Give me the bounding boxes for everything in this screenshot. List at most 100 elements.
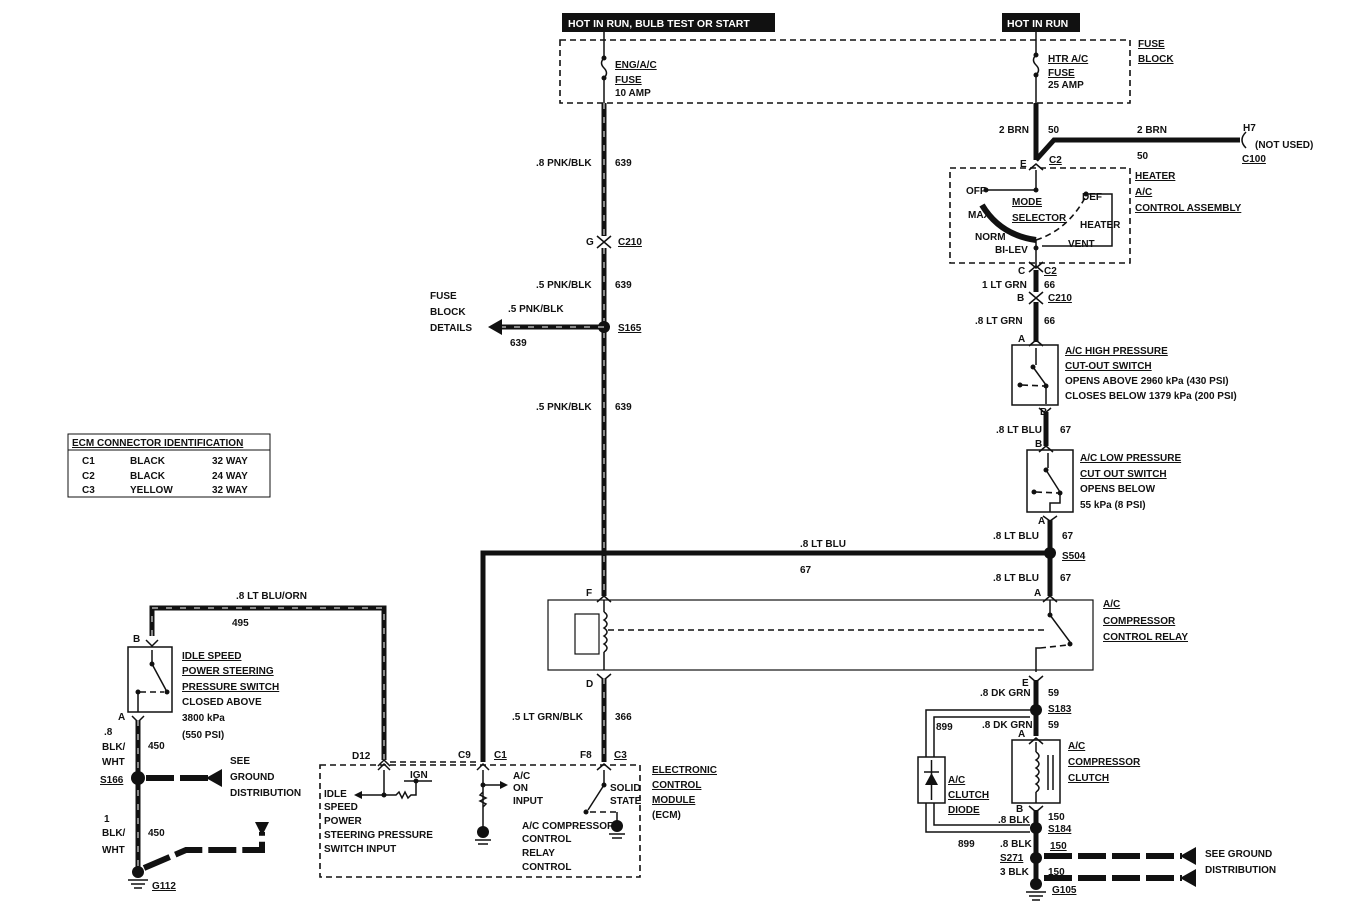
label-w366-num: 366 (615, 712, 632, 723)
label-w450-b-num: 450 (148, 828, 165, 839)
ac-high-pressure-switch (1011, 344, 1059, 406)
label-w67-b-num: 67 (1062, 531, 1074, 542)
label-g105: G105 (1052, 885, 1077, 896)
arrow-left-icon (1180, 847, 1196, 865)
arrow-left-icon (1180, 869, 1196, 887)
label-selector: SELECTOR (1012, 213, 1067, 224)
ac-compressor-control-relay (547, 595, 1094, 681)
label-w639-b-gauge: .5 PNK/BLK (536, 280, 592, 291)
splice-s166 (131, 771, 145, 785)
label-hac-1: HEATER (1135, 171, 1176, 182)
label-accr-4: CONTROL (522, 862, 571, 873)
label-e-pin: E (1020, 159, 1027, 170)
label-c2-way: 24 WAY (212, 471, 248, 482)
label-c100: C100 (1242, 154, 1266, 165)
label-d12: D12 (352, 751, 371, 762)
label-w50-num: 50 (1048, 125, 1060, 136)
label-s166: S166 (100, 775, 124, 786)
banner-hot-in-run (1002, 13, 1080, 32)
label-w450-a-g3: WHT (102, 757, 125, 768)
label-w639-a-gauge: .8 PNK/BLK (536, 158, 592, 169)
label-sgd-r-1: SEE GROUND (1205, 849, 1272, 860)
label-g-pin: G (586, 237, 594, 248)
label-sgd-r-2: DISTRIBUTION (1205, 865, 1276, 876)
label-b-pin-lp: B (1035, 439, 1042, 450)
label-lp-3: OPENS BELOW (1080, 484, 1156, 495)
label-w450-a-g1: .8 (104, 727, 113, 738)
label-banner-right: HOT IN RUN (1007, 18, 1068, 30)
label-c1-color: BLACK (130, 456, 166, 467)
label-w67-c-gauge: .8 LT BLU (993, 573, 1039, 584)
label-htr-fuse-fuse: FUSE (1048, 68, 1075, 79)
ground-g105-icon (1026, 878, 1046, 901)
label-w450-a-num: 450 (148, 741, 165, 752)
label-w59-b-num: 59 (1048, 720, 1060, 731)
label-ecm-3: MODULE (652, 795, 696, 806)
ac-compressor-clutch (1011, 739, 1061, 804)
label-def: DEF (1082, 192, 1102, 203)
label-fbd-2: BLOCK (430, 307, 466, 318)
arrow-left-icon (488, 319, 502, 335)
label-c9: C9 (458, 750, 471, 761)
wire-67-lower (480, 515, 1058, 762)
label-f-pin: F (586, 588, 592, 599)
label-state: STATE (610, 796, 642, 807)
label-w639-c-gauge: .5 PNK/BLK (536, 402, 592, 413)
label-b-pin-clutch: B (1016, 804, 1023, 815)
label-w67-h-num: 67 (800, 565, 812, 576)
label-c2-bot: C2 (1044, 266, 1057, 277)
label-ecm-idle-1: IDLE (324, 789, 347, 800)
label-hac-2: A/C (1135, 187, 1152, 198)
label-g112: G112 (152, 881, 176, 892)
label-c-pin: C (1018, 266, 1025, 277)
wire-366 (596, 678, 612, 771)
label-fuse-block-2: BLOCK (1138, 54, 1174, 65)
wire-66 (1028, 261, 1044, 347)
label-diode-1: A/C (948, 775, 965, 786)
label-ps-5: 3800 kPa (182, 713, 225, 724)
fuse-block-outline (559, 39, 1131, 104)
label-w150-b-gauge: .8 BLK (1000, 839, 1032, 850)
label-w150-a-gauge: .8 BLK (998, 815, 1030, 826)
label-w50-gauge: 2 BRN (999, 125, 1029, 136)
label-w366-gauge: .5 LT GRN/BLK (512, 712, 584, 723)
label-diode-2: CLUTCH (948, 790, 989, 801)
label-fbd-3: DETAILS (430, 323, 472, 334)
label-hp-1: A/C HIGH PRESSURE (1065, 346, 1168, 357)
label-h7: H7 (1243, 123, 1256, 134)
label-w495-num: 495 (232, 618, 249, 629)
label-norm: NORM (975, 232, 1006, 243)
label-b-pin-ps: B (133, 634, 140, 645)
label-c3-way: 32 WAY (212, 485, 248, 496)
label-w67-c-num: 67 (1060, 573, 1072, 584)
label-cl-1: A/C (1068, 741, 1085, 752)
label-bilev: BI-LEV (995, 245, 1028, 256)
label-w150-c-num: 150 (1048, 867, 1065, 878)
label-off: OFF (966, 186, 986, 197)
label-ecm-idle-4: STEERING PRESSURE (324, 830, 433, 841)
label-w899-bot: 899 (958, 839, 975, 850)
label-fbd-gauge: .5 PNK/BLK (508, 304, 564, 315)
wire-639 (488, 103, 612, 596)
label-w66-a-num: 66 (1044, 280, 1056, 291)
label-w67-a-num: 67 (1060, 425, 1072, 436)
label-w150-b-num: 150 (1050, 841, 1067, 852)
label-s165: S165 (618, 323, 642, 334)
ecm-outline (319, 764, 641, 878)
label-hp-3: OPENS ABOVE 2960 kPa (430 PSI) (1065, 376, 1229, 387)
label-banner-left: HOT IN RUN, BULB TEST OR START (568, 18, 750, 30)
label-w450-b-g1: 1 (104, 814, 110, 825)
label-c210-right: C210 (1048, 293, 1072, 304)
label-c1-conn: C1 (494, 750, 507, 761)
label-w67-b-gauge: .8 LT BLU (993, 531, 1039, 542)
label-accr-2: CONTROL (522, 834, 571, 845)
label-hac-3: CONTROL ASSEMBLY (1135, 203, 1242, 214)
splice-s184 (1030, 822, 1042, 834)
label-cl-3: CLUTCH (1068, 773, 1109, 784)
label-h7-num: 50 (1137, 151, 1149, 162)
splice-s271 (1030, 852, 1042, 864)
label-eng-fuse-name: ENG/A/C (615, 60, 657, 71)
label-w150-a-num: 150 (1048, 812, 1065, 823)
label-w59-a-num: 59 (1048, 688, 1060, 699)
label-max: MAX (968, 210, 991, 221)
